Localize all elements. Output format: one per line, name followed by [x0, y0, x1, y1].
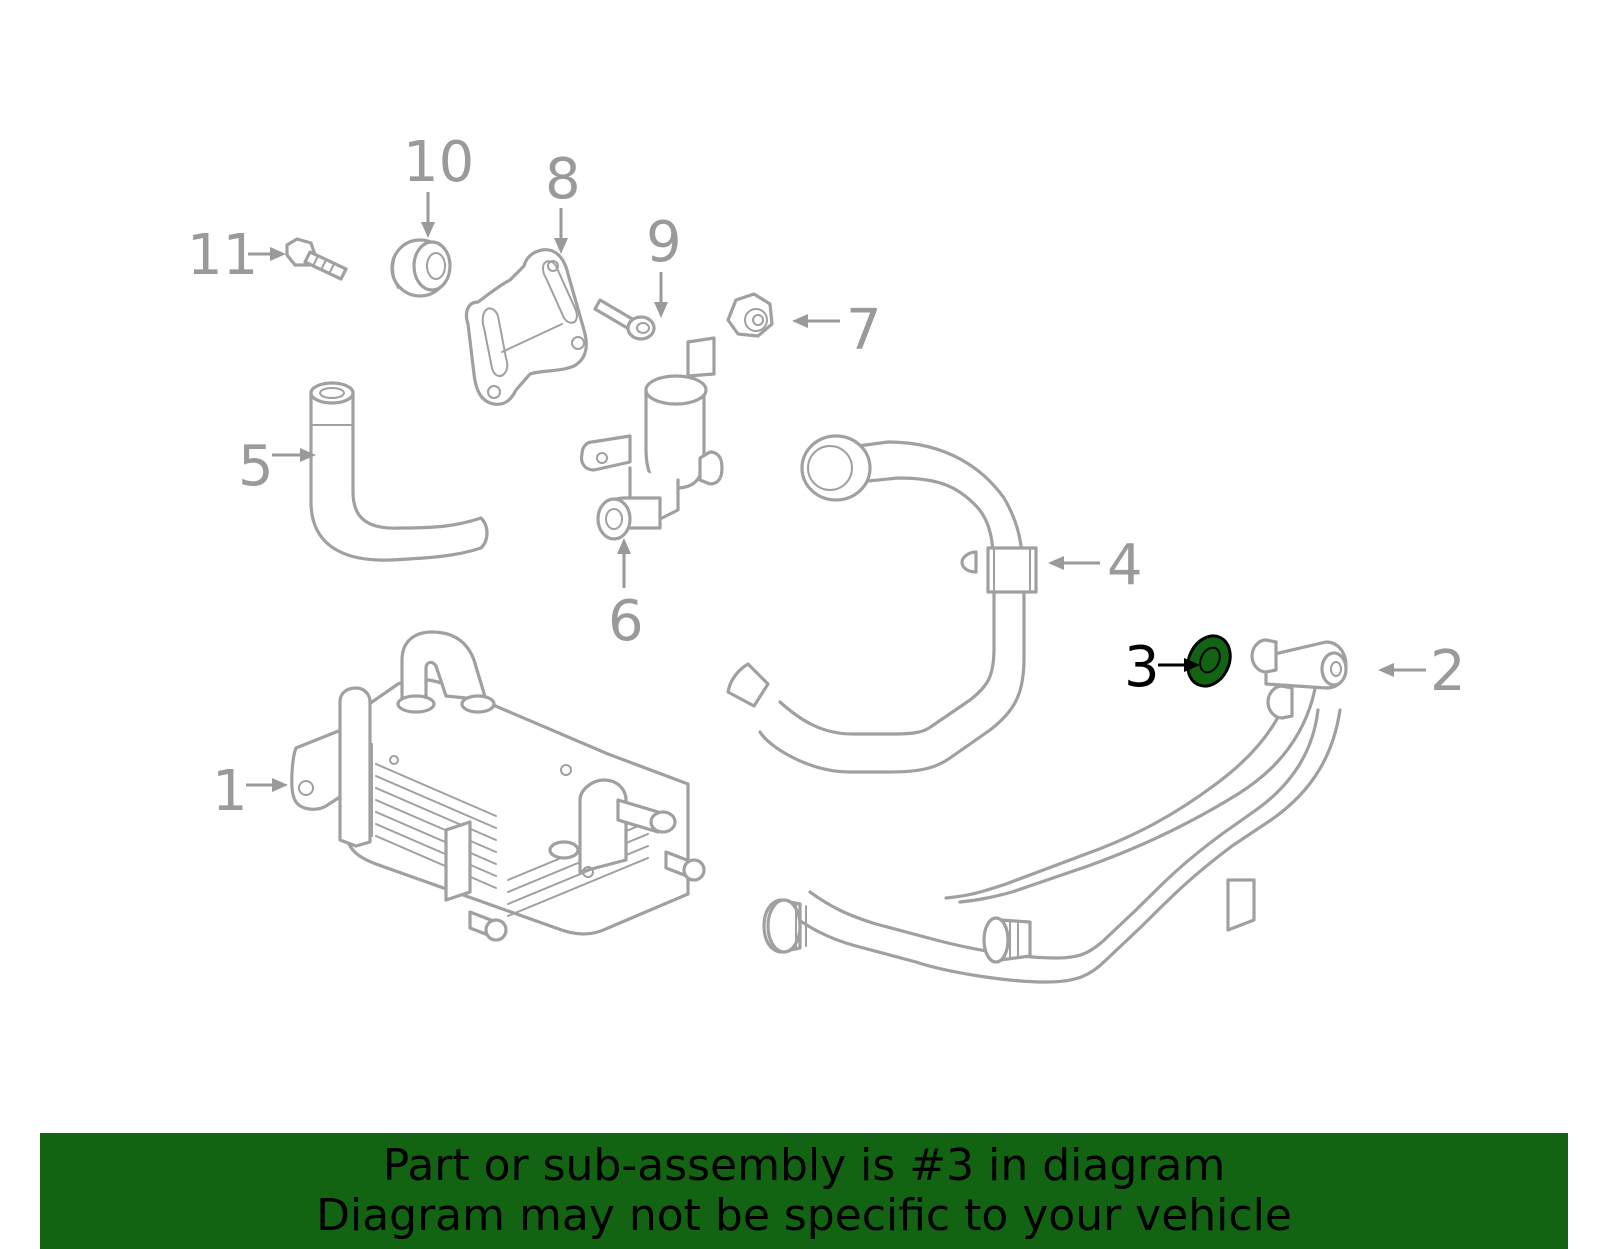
part-2-hose-assembly[interactable]	[762, 638, 1348, 984]
part-4-hose[interactable]	[726, 434, 1038, 774]
callout-label-5: 5	[238, 434, 274, 499]
part-9-bolt[interactable]	[593, 298, 656, 341]
callout-label-9: 9	[646, 210, 682, 275]
callout-label-8: 8	[545, 147, 581, 212]
callout-label-1: 1	[212, 759, 248, 824]
part-3-seal[interactable]	[1180, 629, 1238, 693]
callout-label-4: 4	[1107, 533, 1143, 598]
callout-5: 5	[238, 434, 316, 499]
part-10-bushing[interactable]	[390, 238, 452, 298]
callout-6: 6	[608, 538, 644, 654]
callout-label-7: 7	[846, 298, 882, 363]
callout-label-2: 2	[1430, 639, 1466, 704]
banner-line-2: Diagram may not be specific to your vehi…	[316, 1190, 1292, 1241]
callout-8: 8	[545, 147, 581, 254]
callout-9: 9	[646, 210, 682, 318]
callout-11: 11	[187, 223, 286, 288]
callout-3: 3	[1124, 635, 1200, 700]
part-7-nut[interactable]	[726, 292, 774, 338]
info-banner: Part or sub-assembly is #3 in diagram Di…	[40, 1133, 1568, 1249]
callout-4: 4	[1048, 533, 1143, 598]
part-5-hose[interactable]	[309, 381, 489, 562]
callout-label-10: 10	[403, 130, 474, 195]
part-11-bolt[interactable]	[285, 237, 348, 281]
callout-label-3: 3	[1124, 635, 1160, 700]
callout-10: 10	[403, 130, 474, 238]
part-8-bracket[interactable]	[464, 248, 588, 406]
callout-2: 2	[1378, 639, 1466, 704]
callout-label-11: 11	[187, 223, 258, 288]
callout-1: 1	[212, 759, 288, 824]
banner-line-1: Part or sub-assembly is #3 in diagram	[382, 1140, 1226, 1191]
callout-label-6: 6	[608, 589, 644, 654]
callout-7: 7	[792, 298, 882, 363]
part-6-valve[interactable]	[579, 336, 724, 541]
part-1-oil-cooler[interactable]	[290, 630, 706, 942]
